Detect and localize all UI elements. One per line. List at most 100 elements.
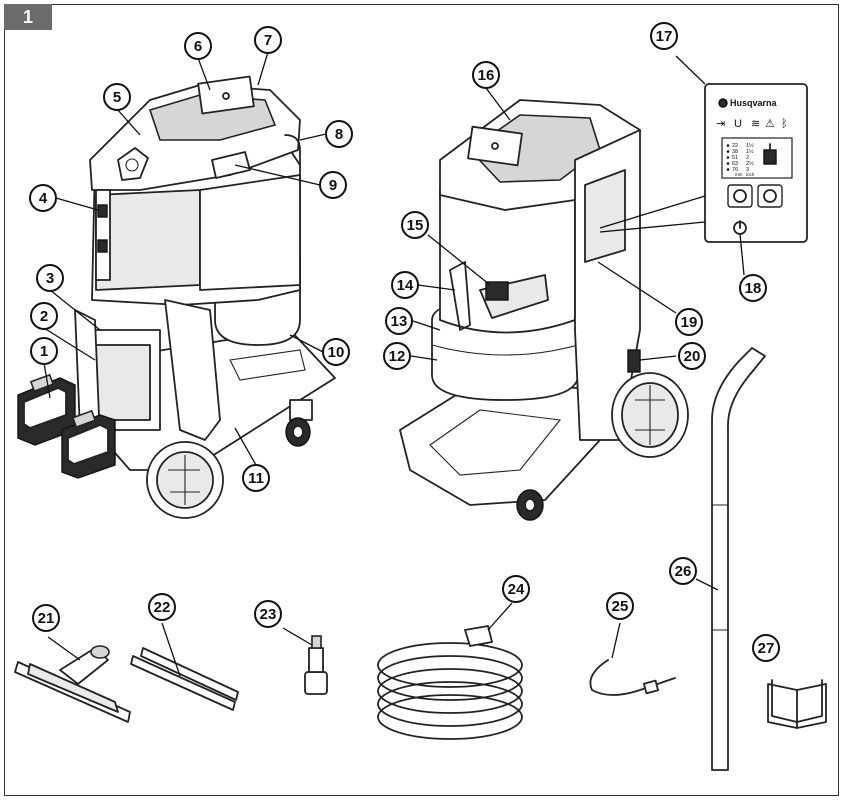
level-mm: 76 bbox=[732, 167, 738, 173]
callout-circle bbox=[472, 61, 500, 89]
level-mm: 51 bbox=[732, 155, 738, 161]
squeegee-strips bbox=[130, 647, 239, 711]
callout-number: 10 bbox=[328, 344, 345, 361]
callout-circle bbox=[401, 211, 429, 239]
callout-13: 13 bbox=[385, 307, 413, 335]
callout-circle bbox=[184, 32, 212, 60]
level-mm: 63 bbox=[732, 161, 738, 167]
callout-3: 3 bbox=[36, 264, 64, 292]
callout-circle bbox=[325, 120, 353, 148]
callout-26: 26 bbox=[669, 557, 697, 585]
level-inch: 2 bbox=[746, 155, 749, 161]
callout-number: 22 bbox=[154, 599, 171, 616]
callout-2: 2 bbox=[30, 302, 58, 330]
callout-number: 17 bbox=[656, 28, 673, 45]
callout-18: 18 bbox=[739, 274, 767, 302]
callout-number: 23 bbox=[260, 606, 277, 623]
callout-27: 27 bbox=[752, 634, 780, 662]
callout-number: 26 bbox=[675, 563, 692, 580]
callout-circle bbox=[385, 307, 413, 335]
callout-number: 3 bbox=[46, 270, 54, 287]
callout-circle bbox=[242, 464, 270, 492]
callout-number: 1 bbox=[40, 343, 48, 360]
callout-number: 18 bbox=[745, 280, 762, 297]
battery-2 bbox=[61, 409, 116, 479]
hose-icon: ≋ bbox=[751, 118, 760, 130]
callout-circle bbox=[36, 264, 64, 292]
callout-19: 19 bbox=[675, 308, 703, 336]
callout-4: 4 bbox=[29, 184, 57, 212]
filter-clean-icon bbox=[763, 189, 777, 203]
callout-circle bbox=[502, 575, 530, 603]
callout-circle bbox=[383, 342, 411, 370]
vacuum-left-view bbox=[17, 75, 336, 519]
callout-circle bbox=[319, 171, 347, 199]
callout-circle bbox=[678, 342, 706, 370]
callout-number: 4 bbox=[39, 190, 48, 207]
callout-number: 24 bbox=[508, 581, 525, 598]
panel-units-right: inch bbox=[746, 172, 755, 177]
callout-circle bbox=[254, 600, 282, 628]
callout-circle bbox=[675, 308, 703, 336]
callout-15: 15 bbox=[401, 211, 429, 239]
callout-7: 7 bbox=[254, 26, 282, 54]
callout-number: 21 bbox=[38, 610, 55, 627]
callout-number: 27 bbox=[758, 640, 775, 657]
wheel-right bbox=[611, 372, 689, 458]
figure-border bbox=[4, 4, 839, 796]
cable-tie bbox=[589, 659, 676, 696]
callout-12: 12 bbox=[383, 342, 411, 370]
leader-lines bbox=[43, 51, 745, 677]
callout-circle bbox=[391, 271, 419, 299]
adapter bbox=[304, 635, 328, 695]
level-inch: 1½ bbox=[746, 142, 754, 149]
figure-number-tab: 1 bbox=[4, 4, 52, 30]
callout-circle bbox=[322, 338, 350, 366]
callout-6: 6 bbox=[184, 32, 212, 60]
callout-14: 14 bbox=[391, 271, 419, 299]
callout-number: 14 bbox=[397, 277, 414, 294]
callout-number: 19 bbox=[681, 314, 698, 331]
callout-circle bbox=[254, 26, 282, 54]
callout-circle bbox=[148, 593, 176, 621]
callout-number: 7 bbox=[264, 32, 272, 49]
callout-circle bbox=[103, 83, 131, 111]
callout-10: 10 bbox=[322, 338, 350, 366]
panel-brand: Husqvarna bbox=[730, 98, 778, 108]
panel-units-left: mm bbox=[735, 172, 743, 177]
callout-circle bbox=[32, 604, 60, 632]
callout-circle bbox=[606, 592, 634, 620]
level-dot bbox=[726, 156, 730, 159]
callout-circle bbox=[650, 22, 678, 50]
callout-8: 8 bbox=[325, 120, 353, 148]
level-inch: 1½ bbox=[746, 148, 754, 155]
callout-9: 9 bbox=[319, 171, 347, 199]
manual-book-icon bbox=[767, 679, 827, 729]
level-inch: 2½ bbox=[746, 160, 754, 167]
level-dot bbox=[726, 168, 730, 171]
callout-number: 16 bbox=[478, 67, 495, 84]
level-inch: 3 bbox=[746, 167, 749, 173]
callout-number: 12 bbox=[389, 348, 406, 365]
callout-number: 13 bbox=[391, 313, 408, 330]
callout-number: 11 bbox=[248, 470, 264, 487]
callout-11: 11 bbox=[242, 464, 270, 492]
level-dot bbox=[726, 144, 730, 147]
level-mm: 22 bbox=[732, 143, 738, 149]
panel-icon-row: ⇥ U ≋ ⚠ ᛒ bbox=[716, 118, 788, 130]
callout-circle bbox=[739, 274, 767, 302]
callout-24: 24 bbox=[502, 575, 530, 603]
callout-number: 20 bbox=[684, 348, 701, 365]
warning-icon: ⚠ bbox=[765, 118, 775, 130]
callout-number: 8 bbox=[335, 126, 343, 143]
callout-5: 5 bbox=[103, 83, 131, 111]
hose bbox=[377, 625, 523, 740]
floor-nozzle bbox=[14, 645, 131, 723]
suction-wand bbox=[711, 347, 766, 771]
magnet-icon: U bbox=[734, 118, 742, 130]
callout-21: 21 bbox=[32, 604, 60, 632]
